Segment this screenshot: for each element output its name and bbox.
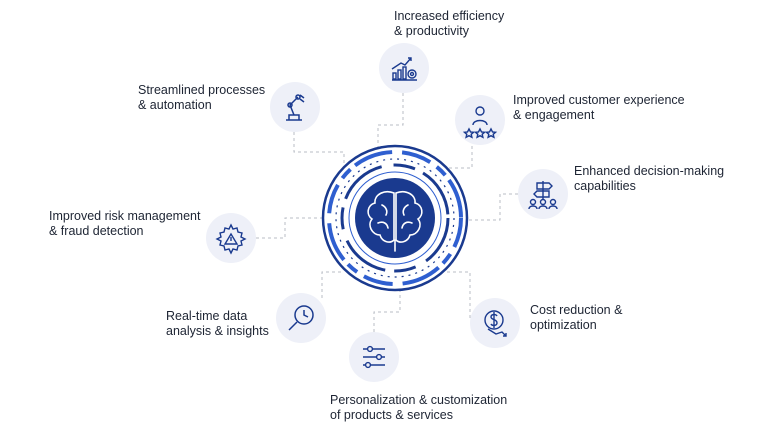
signpost-team-icon [528,181,558,210]
node-risk-label: Improved risk management & fraud detecti… [49,209,201,238]
node-cost-label: Cost reduction & optimization [530,303,623,332]
connector-efficiency [377,93,404,150]
sliders-icon [363,345,385,369]
connector-risk [256,217,330,239]
robot-arm-icon [286,94,305,121]
node-efficiency-icon [379,43,429,93]
node-streamlined-label: Streamlined processes & automation [138,83,266,112]
node-realtime-icon [276,293,326,343]
node-cost-icon [470,298,520,348]
node-risk-icon [206,213,256,263]
magnifier-clock-icon [288,305,314,331]
connector-cost [440,271,471,318]
node-personalization-label: Personalization & customization of produ… [330,393,508,422]
gear-warning-icon [215,223,247,255]
node-customer-label: Improved customer experience & engagemen… [513,93,685,122]
connector-realtime [321,271,342,298]
node-customer-icon [455,95,505,145]
dollar-down-icon [484,310,507,337]
customer-rating-icon [462,106,498,139]
node-personalization-icon [349,332,399,382]
ai-brain-hub [321,144,469,292]
node-efficiency-label: Increased efficiency & productivity [394,9,505,38]
brain-icon [367,190,423,252]
bar-chart-gear-icon [391,57,417,81]
node-decision-label: Enhanced decision-making capabilities [574,164,725,193]
node-decision-icon [518,169,568,219]
connector-customer [440,140,473,169]
connector-streamlined [293,132,345,170]
connector-decision [462,193,518,221]
connector-personalization [373,290,401,332]
node-realtime-label: Real-time data analysis & insights [166,309,269,338]
node-streamlined-icon [270,82,320,132]
